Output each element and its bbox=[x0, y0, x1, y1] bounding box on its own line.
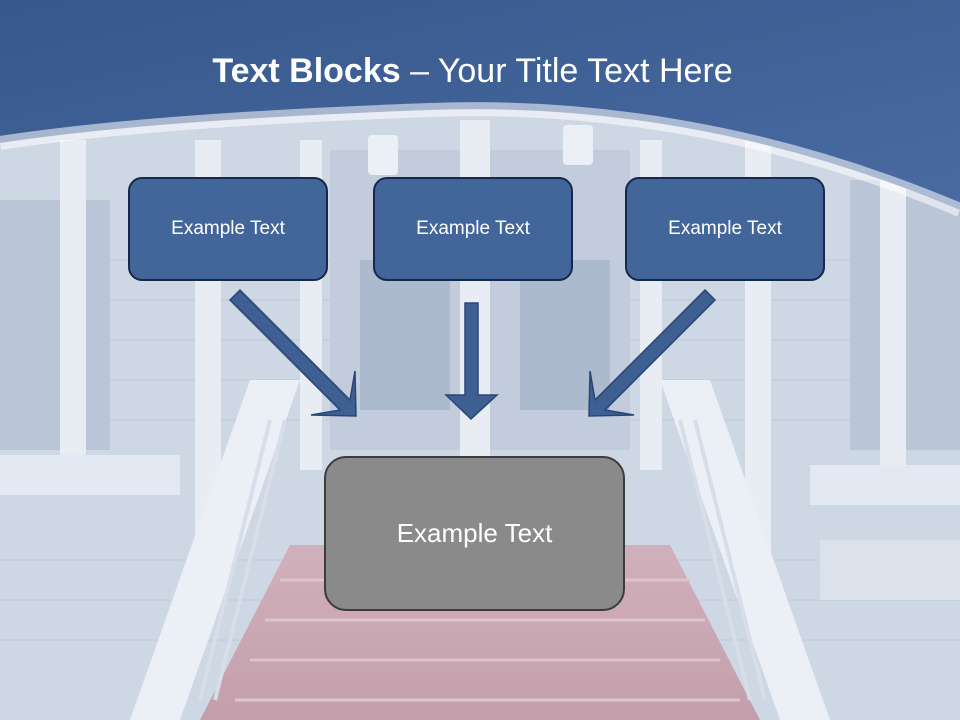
target-block: Example Text bbox=[324, 456, 625, 611]
text-block-2: Example Text bbox=[373, 177, 573, 281]
arrow-middle bbox=[444, 302, 499, 421]
text-block-1: Example Text bbox=[128, 177, 328, 281]
arrow-left bbox=[228, 288, 357, 417]
arrow-right bbox=[588, 288, 717, 417]
slide-title: Text Blocks – Your Title Text Here bbox=[0, 52, 945, 91]
text-block-1-label: Example Text bbox=[171, 218, 285, 239]
text-block-3: Example Text bbox=[625, 177, 825, 281]
title-rest: – Your Title Text Here bbox=[400, 52, 733, 90]
target-block-label: Example Text bbox=[396, 518, 553, 548]
text-block-3-label: Example Text bbox=[668, 218, 782, 239]
text-block-2-label: Example Text bbox=[416, 218, 530, 239]
title-bold: Text Blocks bbox=[212, 52, 401, 90]
